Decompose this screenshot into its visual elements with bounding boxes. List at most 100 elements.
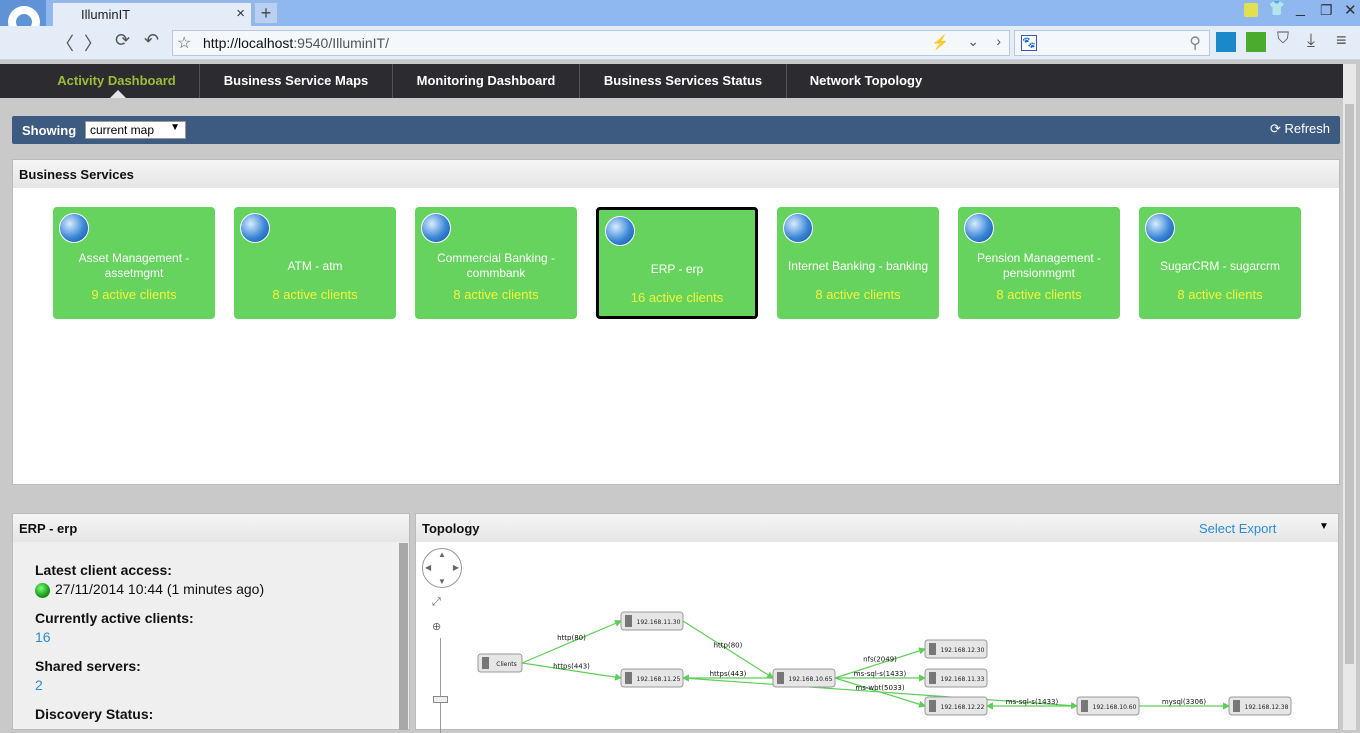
topology-edge[interactable] (521, 620, 623, 664)
nav-business-services-status[interactable]: Business Services Status (580, 64, 787, 98)
active-clients: 8 active clients (272, 287, 358, 302)
minimize-icon[interactable]: _ (1296, 0, 1305, 17)
zoom-fit-icon[interactable]: ⤢ (432, 596, 441, 608)
search-box[interactable]: 🐾⚲ (1014, 30, 1210, 56)
active-clients-value[interactable]: 16 (35, 629, 51, 645)
latest-access-label: Latest client access: (35, 562, 172, 578)
lightning-icon[interactable]: ⚡ (931, 34, 949, 50)
topology-node[interactable] (620, 611, 684, 631)
server-icon (777, 672, 784, 684)
details-title: ERP - erp (13, 514, 409, 542)
globe-icon (240, 213, 270, 243)
chevron-down-icon[interactable]: ▼ (1319, 521, 1329, 532)
edge-label: ms-wbt(5033) (855, 684, 904, 692)
download-icon[interactable]: ⤓ (1307, 30, 1315, 50)
speaker-icon[interactable] (1216, 32, 1236, 52)
server-icon (1233, 700, 1240, 712)
nav-activity-dashboard[interactable]: Activity Dashboard (34, 64, 200, 98)
dropdown-icon[interactable]: ⌄ (967, 33, 979, 49)
node-label: 192.168.10.60 (1093, 704, 1137, 711)
nav-business-service-maps[interactable]: Business Service Maps (200, 64, 393, 98)
back-icon[interactable]: 〈 (56, 34, 74, 54)
page-scrollbar[interactable] (1343, 64, 1356, 730)
chevron-down-icon: ▼ (170, 122, 180, 133)
active-clients: 8 active clients (815, 287, 901, 302)
menu-icon[interactable]: ≡ (1336, 30, 1347, 50)
node-label: 192.168.11.30 (637, 619, 681, 626)
edge-label: http(80) (557, 634, 586, 642)
nav-network-topology[interactable]: Network Topology (809, 73, 923, 88)
service-name: Pension Management - pensionmgmt (976, 251, 1102, 280)
details-scrollbar[interactable] (399, 543, 408, 730)
globe-icon (964, 213, 994, 243)
address-bar[interactable]: http://localhost:9540/IlluminIT/ ⚡ ⌄ › (172, 30, 1010, 56)
globe-icon (783, 213, 813, 243)
server-icon (929, 643, 936, 655)
refresh-label: Refresh (1284, 121, 1330, 136)
node-label: 192.168.11.33 (941, 676, 985, 683)
zoom-slider-handle[interactable] (433, 696, 448, 703)
node-label: 192.168.12.30 (941, 647, 985, 654)
forward-icon[interactable]: 〉 (84, 34, 102, 54)
search-icon[interactable]: ⚲ (1189, 35, 1201, 52)
topology-node[interactable] (1076, 696, 1140, 716)
browser-tab[interactable]: IlluminIT × (52, 2, 252, 26)
topology-edge[interactable] (682, 677, 1079, 710)
topology-node[interactable] (924, 668, 988, 688)
service-card[interactable]: ATM - atm 8 active clients (234, 207, 396, 319)
reload-icon[interactable]: ⟳ (115, 30, 131, 50)
zoom-slider-track[interactable] (440, 638, 441, 733)
server-icon (1081, 700, 1088, 712)
skin-icon[interactable]: 👕 (1268, 0, 1286, 16)
paw-search-engine-icon[interactable]: 🐾 (1021, 35, 1037, 51)
zoom-in-icon[interactable]: ⊕ (432, 621, 442, 633)
globe-icon (1145, 213, 1175, 243)
select-export-dropdown[interactable]: Select Export (1199, 521, 1277, 536)
discovery-status-label: Discovery Status: (35, 706, 154, 722)
pan-control[interactable]: ▲▼◀▶ (422, 548, 462, 588)
service-card[interactable]: Pension Management - pensionmgmt 8 active… (958, 207, 1120, 319)
shared-servers-value[interactable]: 2 (35, 677, 43, 693)
favorites-folder-icon[interactable]: ⛉ (1277, 30, 1290, 47)
close-tab-icon[interactable]: × (236, 5, 245, 22)
topology-node[interactable] (1228, 696, 1292, 716)
topology-node[interactable] (620, 668, 684, 688)
showing-bar: Showing ⟳ Refresh (12, 116, 1340, 144)
topology-node[interactable] (924, 639, 988, 659)
crop-icon[interactable] (1246, 32, 1266, 52)
topology-edge[interactable] (834, 647, 927, 679)
go-icon[interactable]: › (996, 33, 1001, 49)
active-clients: 8 active clients (453, 287, 539, 302)
business-services-panel: Business Services Asset Management - ass… (12, 159, 1340, 485)
maximize-icon[interactable]: ❐ (1320, 2, 1333, 18)
topology-edge[interactable] (682, 620, 775, 679)
service-name: ATM - atm (287, 258, 343, 273)
topology-edge[interactable] (521, 662, 623, 681)
shopping-bag-icon[interactable] (1244, 3, 1258, 17)
edge-label: nfs(2049) (863, 656, 897, 664)
map-select[interactable]: current map▼ (85, 121, 186, 139)
edge-label: ms-sql-s(1433) (1006, 698, 1059, 706)
tab-title: IlluminIT (81, 7, 131, 22)
topology-node[interactable] (772, 668, 836, 688)
new-tab-button[interactable]: + (254, 2, 278, 24)
service-name: SugarCRM - sugarcrm (1159, 258, 1281, 273)
edge-label: http(80) (714, 642, 743, 650)
service-name: Asset Management - assetmgmt (78, 251, 190, 280)
close-window-icon[interactable]: ✕ (1344, 2, 1357, 19)
latest-access-value: 27/11/2014 10:44 (1 minutes ago) (55, 581, 265, 597)
server-icon (929, 672, 936, 684)
bookmark-star-icon[interactable]: ☆ (177, 35, 192, 52)
globe-icon (421, 213, 451, 243)
active-clients: 8 active clients (996, 287, 1082, 302)
undo-icon[interactable]: ↶ (144, 30, 160, 50)
topology-node[interactable] (924, 696, 988, 716)
nav-monitoring-dashboard[interactable]: Monitoring Dashboard (393, 64, 580, 98)
active-clients: 16 active clients (630, 290, 724, 305)
refresh-button[interactable]: ⟳ Refresh (1270, 121, 1330, 137)
